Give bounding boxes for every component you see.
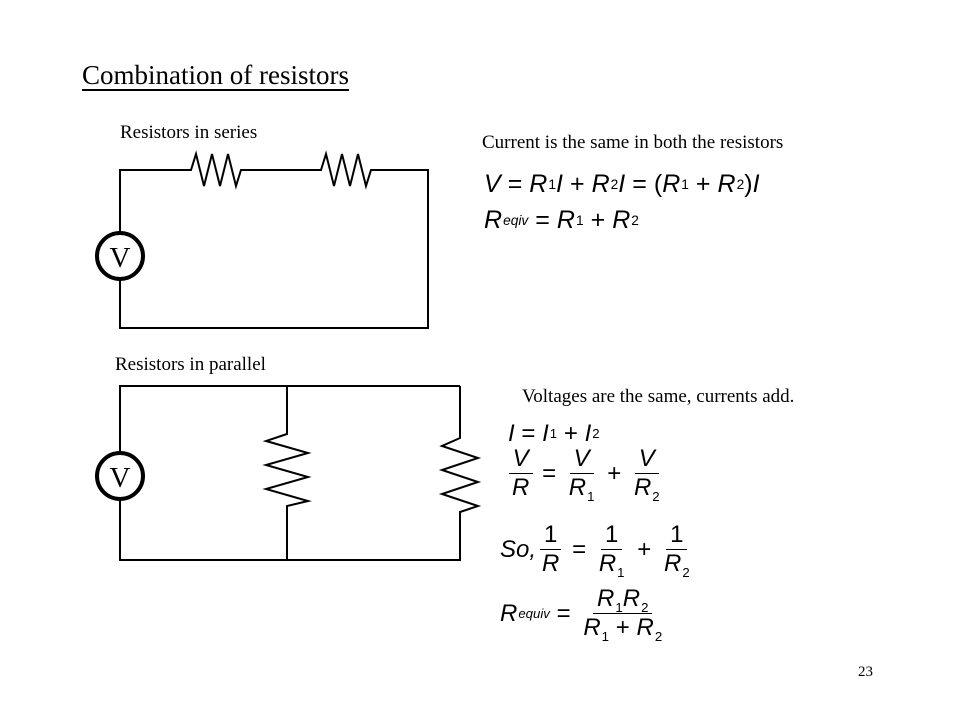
series-resistor-2 (313, 150, 380, 190)
parallel-resistor-2 (438, 434, 482, 518)
slide-title: Combination of resistors (82, 60, 349, 90)
series-note: Current is the same in both the resistor… (482, 132, 784, 153)
series-voltmeter (95, 231, 145, 281)
series-label: Resistors in series (120, 122, 258, 143)
parallel-resistor-1 (262, 428, 312, 514)
parallel-note: Voltages are the same, currents add. (522, 386, 795, 407)
series-resistor-1 (183, 150, 250, 190)
page-number: 23 (858, 664, 873, 680)
parallel-voltmeter (95, 451, 145, 501)
series-voltmeter-label: V (110, 242, 131, 274)
parallel-voltmeter-label: V (110, 462, 131, 494)
series-wire-return (119, 169, 429, 329)
parallel-wire-top (119, 385, 460, 452)
series-wire (119, 169, 183, 232)
parallel-wire-bottom (119, 500, 461, 561)
parallel-label: Resistors in parallel (115, 354, 266, 375)
